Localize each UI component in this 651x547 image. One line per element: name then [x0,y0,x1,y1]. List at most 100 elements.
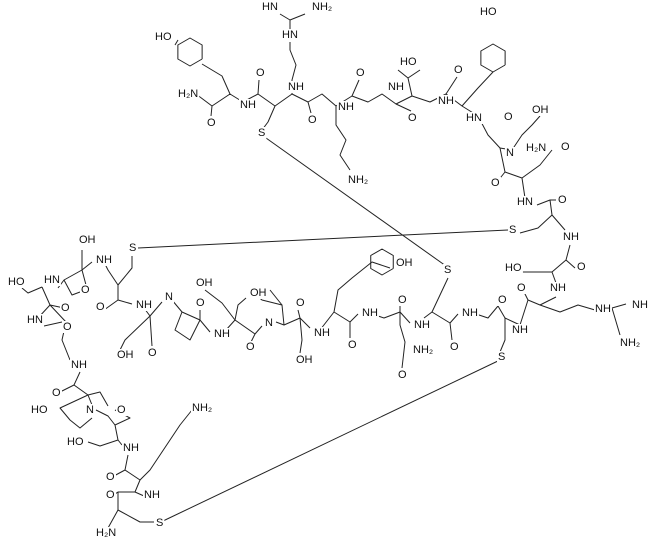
bond [289,13,306,21]
hydroxyproline-ring [59,394,93,429]
atom-label: NH [595,303,611,315]
atom-label: HN [282,29,298,41]
carbonyl-bond [257,79,260,95]
bond [399,306,411,324]
atom-label: O [558,194,567,206]
atom-label: O [52,387,61,399]
bond [117,256,133,300]
atom-label: OH [296,354,313,366]
label-backdrop [531,104,550,116]
label-backdrop [465,112,483,124]
atom-label: S [509,224,516,236]
atom-label: O [577,261,586,273]
bond [275,317,301,326]
label-backdrop [557,194,568,206]
label-backdrop [508,224,518,236]
atom-label: HO [480,6,497,18]
label-backdrop [257,127,267,139]
atom-label: O [246,341,255,353]
atom-label: O [517,282,526,294]
atom-label: N [506,147,514,159]
tyrosine-ring [370,248,394,276]
label-backdrop [479,6,498,18]
atom-label: O [207,117,216,129]
atom-label: HO [400,56,417,68]
atom-label: O [398,369,407,381]
bond [63,279,81,296]
label-backdrop [311,1,334,13]
bond [117,509,154,523]
atom-label: NH [632,299,648,311]
atom-label: HN [262,1,278,13]
atom-label: HO [67,436,84,448]
atom-label: O [106,489,115,501]
bond [399,312,406,369]
bond [504,171,526,199]
label-backdrop [78,234,97,246]
bond [81,261,93,286]
label-backdrop [516,282,527,294]
backbone-bottom [523,291,557,306]
atom-label: NH₂ [348,174,368,186]
atom-label: O [348,339,357,351]
label-backdrop [177,88,200,100]
label-backdrop [206,117,217,129]
atom-label: NH [136,299,152,311]
label-backdrop [239,99,257,111]
atom-label: O [96,301,105,313]
label-backdrop [361,307,379,319]
label-backdrop [195,277,214,289]
disulfide-bond [265,137,447,267]
label-backdrop [619,337,642,349]
label-backdrop [51,387,62,399]
label-backdrop [413,319,431,331]
atom-label: S [444,264,451,276]
atom-label: O [561,141,570,153]
atom-label: O [356,67,365,79]
atom-label: S [498,351,505,363]
tyrosine-side-chain [201,63,231,95]
atom-label: NH [214,328,230,340]
label-backdrop [412,344,435,356]
label-backdrop [60,302,71,314]
label-backdrop [43,274,61,286]
bond [520,259,567,273]
label-backdrop [347,339,358,351]
atom-label: NH₂ [192,402,212,414]
carbonyl-bond [210,105,213,117]
label-backdrop [503,111,514,123]
label-backdrop [191,402,214,414]
bond [199,310,211,333]
atom-label: S [258,127,265,139]
label-backdrop [549,282,567,294]
label-backdrop [7,276,26,288]
bond [407,69,421,79]
label-backdrop [143,489,161,501]
label-backdrop [453,64,464,76]
label-backdrop [355,67,366,79]
atom-label: HO [505,262,522,274]
label-backdrop [255,67,266,79]
label-backdrop [95,254,113,266]
label-backdrop [261,1,279,13]
bond [119,315,151,351]
bond [21,286,43,294]
atom-label: O [196,297,205,309]
atom-label: O [498,294,507,306]
bond [551,271,557,284]
atom-label: NH [512,324,528,336]
bond [43,321,63,327]
atom-label: O [491,177,500,189]
bond [234,297,247,321]
atom-label: O [398,294,407,306]
label-backdrop [80,284,91,296]
atom-label: HO [8,276,25,288]
bond [539,304,596,313]
atom-label: NH [414,319,430,331]
label-backdrop [560,141,571,153]
atom-label: HO [31,404,48,416]
label-backdrop [116,349,135,361]
label-backdrop [147,347,158,359]
bond [87,391,109,407]
